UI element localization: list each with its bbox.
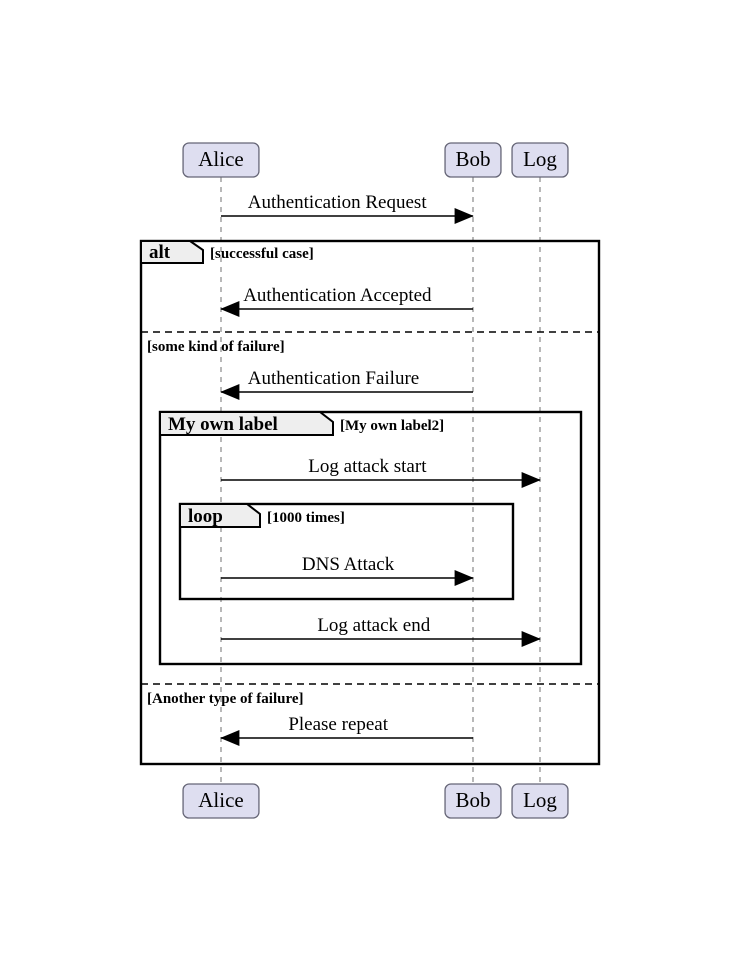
frag-loop-operator-tab (179, 503, 261, 528)
frag-loop-operator-label: loop (188, 506, 223, 527)
participant-name-log: Log (523, 788, 557, 812)
participant-name-bob: Bob (455, 788, 490, 812)
participant-box-bob[interactable] (444, 783, 502, 819)
frag-alt: [some kind of failure] [Another type of f… (139, 239, 601, 766)
participant-footer-log[interactable]: Log (511, 783, 569, 819)
message-label-m1: Authentication Request (248, 192, 428, 213)
participant-box-alice[interactable] (182, 142, 260, 178)
participant-header-log[interactable]: Log (511, 142, 569, 178)
frag-myownlabel-guard-label: [My own label2] (340, 418, 444, 434)
participant-box-alice[interactable] (182, 783, 260, 819)
frag-alt-border (139, 239, 601, 766)
frag-loop: loop [1000 times] (178, 502, 515, 601)
message-label-m4: Log attack start (308, 456, 427, 477)
participant-footer-bob[interactable]: Bob (444, 783, 502, 819)
participant-name-alice: Alice (198, 147, 243, 171)
participant-name-alice: Alice (198, 788, 243, 812)
message-m3: Authentication Failure (220, 368, 473, 400)
message-m6: Log attack end (221, 615, 541, 647)
message-m2: Authentication Accepted (220, 285, 473, 317)
participant-name-log: Log (523, 147, 557, 171)
participant-header-alice[interactable]: Alice (182, 142, 260, 178)
frag-alt-section-guard-2: [Another type of failure] (147, 691, 304, 707)
frag-myownlabel-operator-label: My own label (168, 414, 278, 435)
message-label-m2: Authentication Accepted (243, 285, 432, 306)
message-m4: Log attack start (221, 456, 541, 488)
message-label-m3: Authentication Failure (248, 368, 419, 389)
participant-header-bob[interactable]: Bob (444, 142, 502, 178)
frag-myownlabel-operator-tab (159, 411, 334, 436)
frag-alt-operator-label: alt (149, 242, 171, 263)
frag-alt-section-guard-1: [some kind of failure] (147, 339, 285, 355)
message-label-m6: Log attack end (317, 615, 430, 636)
participant-footer-alice[interactable]: Alice (182, 783, 260, 819)
frag-alt-guard-label: [successful case] (210, 246, 314, 262)
message-m7: Please repeat (220, 714, 473, 746)
frag-myownlabel: My own label [My own label2] (158, 410, 583, 666)
participant-name-bob: Bob (455, 147, 490, 171)
frag-loop-guard-label: [1000 times] (267, 510, 345, 526)
frag-myownlabel-border (158, 410, 583, 666)
fragments-layer: [some kind of failure] [Another type of f… (139, 239, 601, 766)
message-m5: DNS Attack (221, 554, 474, 586)
message-m1: Authentication Request (221, 192, 474, 224)
frag-alt-operator-tab (140, 240, 204, 264)
participant-box-log[interactable] (511, 142, 569, 178)
message-label-m5: DNS Attack (302, 554, 395, 575)
frag-loop-border (178, 502, 515, 601)
message-label-m7: Please repeat (288, 714, 388, 735)
participant-box-bob[interactable] (444, 142, 502, 178)
participant-box-log[interactable] (511, 783, 569, 819)
